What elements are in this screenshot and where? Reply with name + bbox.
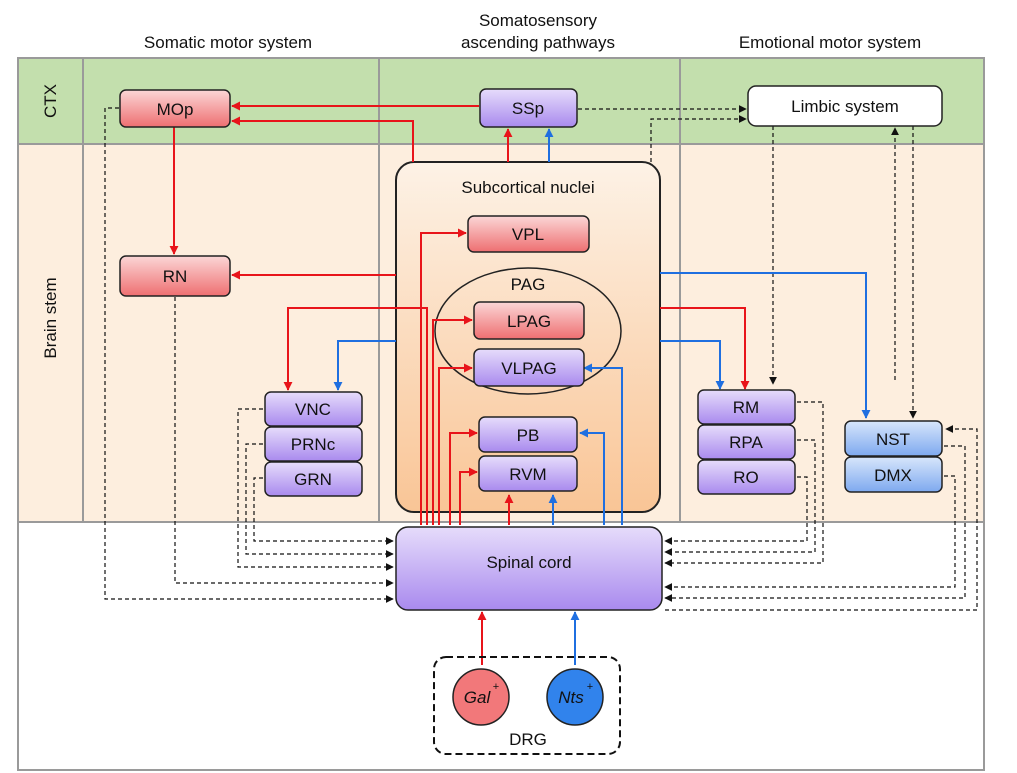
vnc-label: VNC [295, 400, 331, 419]
node-limbic-system[interactable]: Limbic system [747, 85, 943, 127]
pb-label: PB [517, 426, 540, 445]
node-nts[interactable]: Nts + [546, 668, 604, 726]
node-rpa[interactable]: RPA [697, 424, 796, 460]
grn-label: GRN [294, 470, 332, 489]
prnc-label: PRNc [291, 435, 336, 454]
pag-label: PAG [511, 275, 546, 294]
node-vpl[interactable]: VPL [467, 215, 590, 253]
node-lpag[interactable]: LPAG [473, 301, 585, 340]
node-prnc[interactable]: PRNc [264, 426, 363, 462]
node-mop[interactable]: MOp [119, 89, 231, 128]
subcortical-nuclei-label: Subcortical nuclei [461, 178, 594, 197]
node-rn[interactable]: RN [119, 255, 231, 297]
ssp-label: SSp [512, 99, 544, 118]
node-rm[interactable]: RM [697, 389, 796, 425]
node-vlpag[interactable]: VLPAG [473, 348, 585, 387]
node-ro[interactable]: RO [697, 459, 796, 495]
band-label-ctx: CTX [41, 84, 60, 118]
rn-label: RN [163, 267, 188, 286]
gal-label: Gal [464, 688, 492, 707]
red-pathways [169, 101, 750, 665]
rvm-label: RVM [509, 465, 546, 484]
vlpag-label: VLPAG [501, 359, 556, 378]
nst-label: NST [876, 430, 910, 449]
node-spinal-cord[interactable]: Spinal cord [395, 526, 663, 611]
ro-label: RO [733, 468, 759, 487]
lpag-label: LPAG [507, 312, 551, 331]
node-gal[interactable]: Gal + [452, 668, 510, 726]
node-dmx[interactable]: DMX [844, 456, 943, 493]
node-ssp[interactable]: SSp [479, 88, 578, 128]
header-somatosensory-line2: ascending pathways [461, 33, 615, 52]
header-somatic-motor: Somatic motor system [144, 33, 312, 52]
node-nst[interactable]: NST [844, 420, 943, 457]
gal-superscript: + [493, 681, 499, 693]
node-rvm[interactable]: RVM [478, 455, 578, 492]
nts-superscript: + [587, 681, 593, 693]
drg-label: DRG [509, 730, 547, 749]
node-pb[interactable]: PB [478, 416, 578, 453]
header-emotional-motor: Emotional motor system [739, 33, 921, 52]
vpl-label: VPL [512, 225, 544, 244]
header-somatosensory-line1: Somatosensory [479, 11, 598, 30]
spinal-cord-label: Spinal cord [486, 553, 571, 572]
limbic-system-label: Limbic system [791, 97, 899, 116]
drg-box[interactable] [433, 656, 621, 755]
dmx-label: DMX [874, 466, 912, 485]
node-vnc[interactable]: VNC [264, 391, 363, 427]
band-label-brainstem: Brain stem [41, 277, 60, 358]
rm-label: RM [733, 398, 759, 417]
blue-pathways [333, 128, 871, 665]
nts-label: Nts [558, 688, 584, 707]
mop-label: MOp [157, 100, 194, 119]
node-grn[interactable]: GRN [264, 461, 363, 497]
grid-lines [17, 57, 985, 771]
pag-ellipse [434, 267, 622, 395]
rpa-label: RPA [729, 433, 763, 452]
dashed-connections [104, 105, 978, 611]
